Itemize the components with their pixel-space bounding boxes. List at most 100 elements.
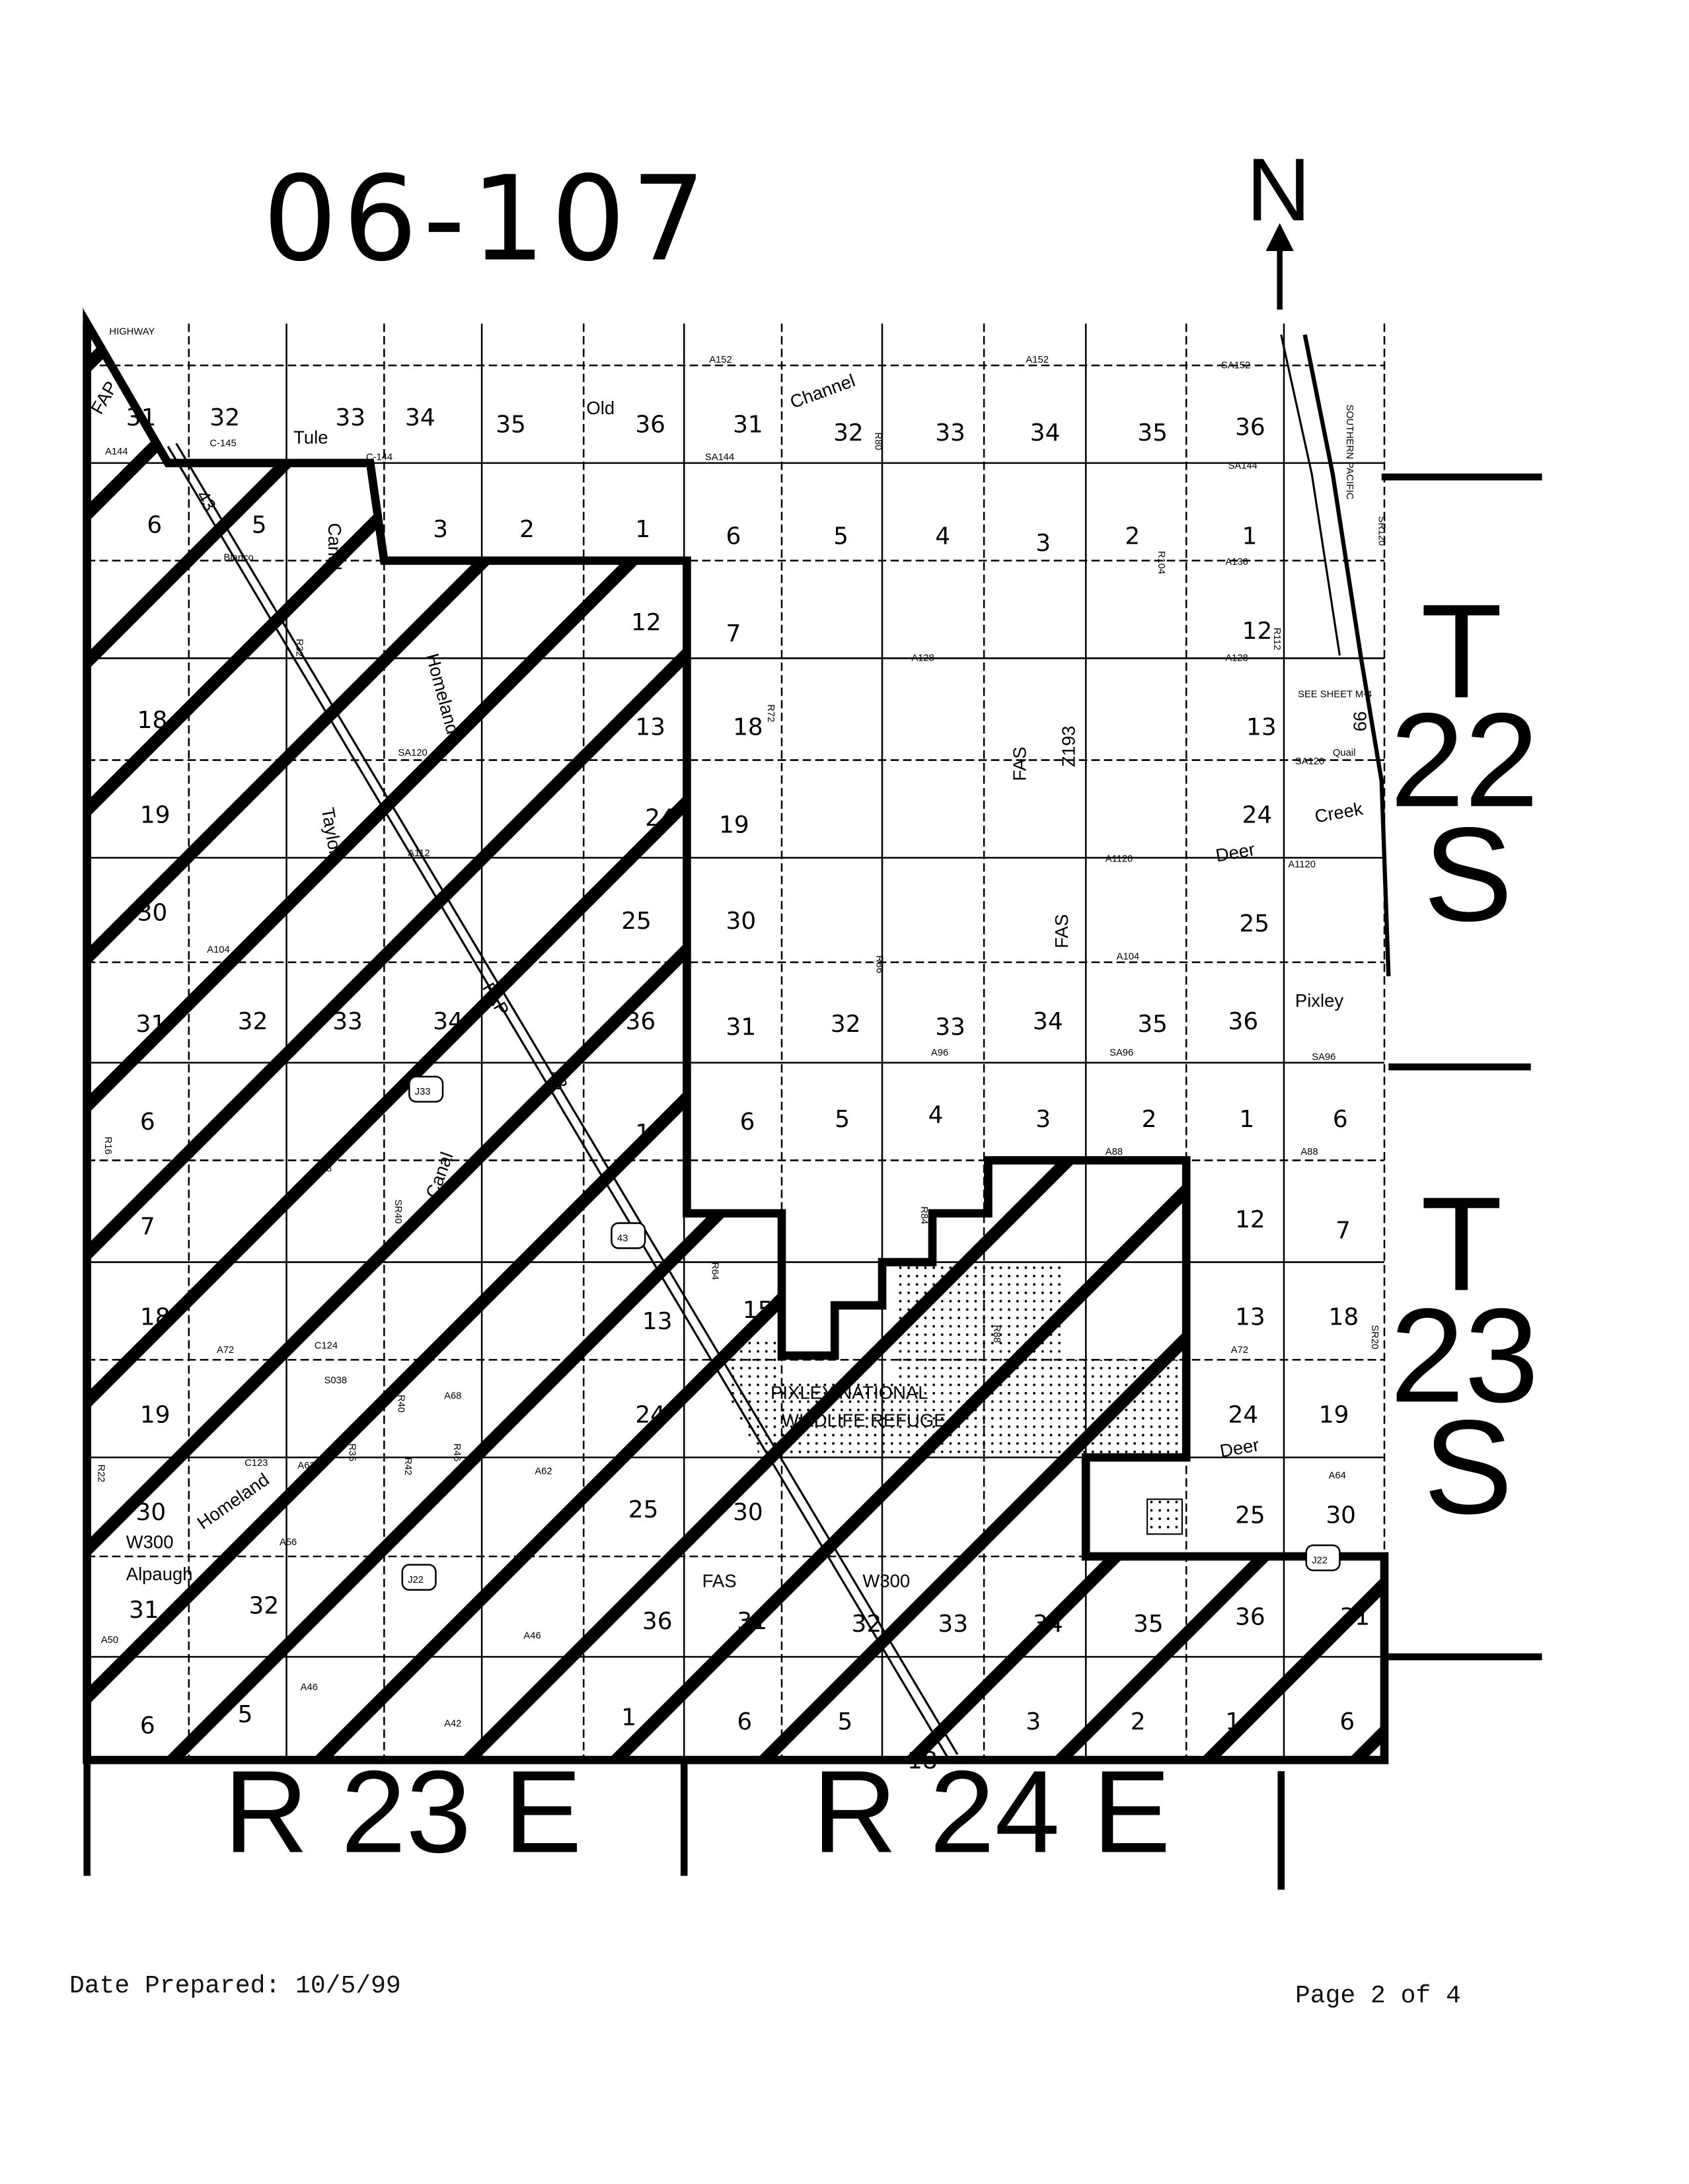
section-number: 19 xyxy=(140,1401,170,1428)
section-number: 5 xyxy=(837,1708,852,1735)
road-label: R35 xyxy=(347,1443,357,1461)
section-number: 35 xyxy=(1137,1011,1168,1038)
route-shield-label: 43 xyxy=(617,1233,628,1244)
svg-text:T: T xyxy=(1421,1169,1503,1319)
date-prepared: Date Prepared: 10/5/99 xyxy=(69,1972,401,2000)
place-label: Alpaugh xyxy=(126,1564,193,1584)
road-label: A96 xyxy=(931,1048,948,1058)
route-shield-label: J22 xyxy=(1312,1556,1328,1566)
road-label: A56 xyxy=(280,1537,297,1548)
road-label: SA96 xyxy=(1312,1052,1335,1062)
route-shield-icon xyxy=(1305,1544,1341,1572)
road-label: A42 xyxy=(444,1719,461,1729)
section-number: 33 xyxy=(935,419,965,447)
section-number: 1 xyxy=(635,1120,650,1147)
place-label: FAS xyxy=(702,1570,737,1591)
route-shield-icon xyxy=(611,1222,646,1249)
section-number: 19 xyxy=(719,811,749,838)
place-label: Creek xyxy=(1313,798,1365,826)
road-label: R86 xyxy=(874,955,885,973)
section-number: 19 xyxy=(140,802,170,829)
road-label: SOUTHERN PACIFIC xyxy=(1344,404,1355,499)
road-label: SA120 xyxy=(1295,756,1324,767)
road-label: A88 xyxy=(315,1163,332,1174)
section-number: 31 xyxy=(737,1608,767,1635)
section-number: 31 xyxy=(129,1597,159,1624)
road-label: R32 xyxy=(293,639,304,657)
section-number: 34 xyxy=(1030,419,1061,447)
section-number: 31 xyxy=(136,1011,167,1038)
section-number: 30 xyxy=(136,1499,167,1526)
road-label: R112 xyxy=(1271,628,1282,650)
road-label: A64 xyxy=(1329,1471,1346,1481)
road-label: R80 xyxy=(872,432,883,450)
section-number: 35 xyxy=(1137,419,1168,447)
section-number: 5 xyxy=(833,523,848,550)
highway-43 xyxy=(167,443,959,1761)
section-number: 5 xyxy=(252,511,267,538)
place-label: FAS xyxy=(1051,914,1072,949)
section-number: 25 xyxy=(621,908,652,935)
section-number: 1 xyxy=(1242,523,1257,550)
section-number: 18 xyxy=(733,714,763,741)
section-number: 31 xyxy=(1339,1603,1370,1630)
north-label: N xyxy=(1246,140,1311,240)
section-number: 3 xyxy=(1035,1106,1051,1133)
township-labels: T 22 S T 23 S xyxy=(1390,577,1538,1542)
place-label: Z193 xyxy=(1058,726,1078,768)
road-label: R104 xyxy=(1156,551,1166,574)
road-label: SA120 xyxy=(398,748,427,758)
section-number: 1 xyxy=(1225,1708,1240,1735)
refuge-label: PIXLEY NATIONAL WILDLIFE REFUGE xyxy=(770,1382,946,1430)
road-label: SA152 xyxy=(1221,360,1250,371)
route-shield-icon xyxy=(408,1075,444,1103)
section-number: 30 xyxy=(726,908,757,935)
svg-text:PIXLEY NATIONAL: PIXLEY NATIONAL xyxy=(770,1382,928,1402)
road-label: A72 xyxy=(217,1345,234,1356)
svg-text:S: S xyxy=(1423,1393,1513,1542)
road-label: A88 xyxy=(1106,1147,1123,1157)
place-label: SEE SHEET M-4 xyxy=(1298,690,1372,700)
range-labels: R 23 E R 24 E xyxy=(224,1746,1171,1877)
section-number: 6 xyxy=(740,1109,755,1136)
road-label: S038 xyxy=(324,1375,348,1386)
section-number: 1 xyxy=(621,1704,636,1731)
section-number: 13 xyxy=(1235,1304,1265,1331)
road-label: A144 xyxy=(105,447,128,457)
route-shield-label: J22 xyxy=(408,1575,424,1585)
road-label: A46 xyxy=(301,1683,318,1693)
section-number: 30 xyxy=(733,1499,763,1526)
road-label: A62 xyxy=(297,1461,315,1471)
road-label: A46 xyxy=(523,1631,541,1642)
section-number: 3 xyxy=(1035,530,1051,557)
section-number: 35 xyxy=(1133,1611,1164,1638)
section-number: 12 xyxy=(1235,1206,1265,1233)
road-label: A136 xyxy=(1225,557,1248,567)
road-label: A68 xyxy=(444,1391,461,1401)
road-label: SA144 xyxy=(1228,460,1257,471)
road-label: HIGHWAY xyxy=(109,327,155,338)
section-number: 31 xyxy=(726,1013,757,1040)
road-label: A72 xyxy=(1231,1345,1248,1356)
section-number: 36 xyxy=(1235,414,1265,441)
section-number: 7 xyxy=(726,620,741,647)
section-number: 35 xyxy=(496,411,526,438)
section-number: 18 xyxy=(140,1304,170,1331)
section-number: 34 xyxy=(433,1008,463,1035)
section-number: 33 xyxy=(335,404,365,431)
township-lines xyxy=(83,473,1542,1890)
road-label: A104 xyxy=(1117,951,1140,962)
section-number: 6 xyxy=(737,1708,752,1735)
route-shield-label: J33 xyxy=(415,1087,431,1097)
section-number: 13 xyxy=(1246,714,1277,741)
section-number: 15 xyxy=(743,1297,773,1324)
section-number: 24 xyxy=(635,1401,665,1428)
section-number: 33 xyxy=(332,1008,363,1035)
road-label: A152 xyxy=(709,355,732,365)
section-number: 5 xyxy=(238,1701,253,1728)
svg-text:R 23 E: R 23 E xyxy=(224,1746,582,1877)
section-number: 36 xyxy=(1235,1603,1265,1630)
